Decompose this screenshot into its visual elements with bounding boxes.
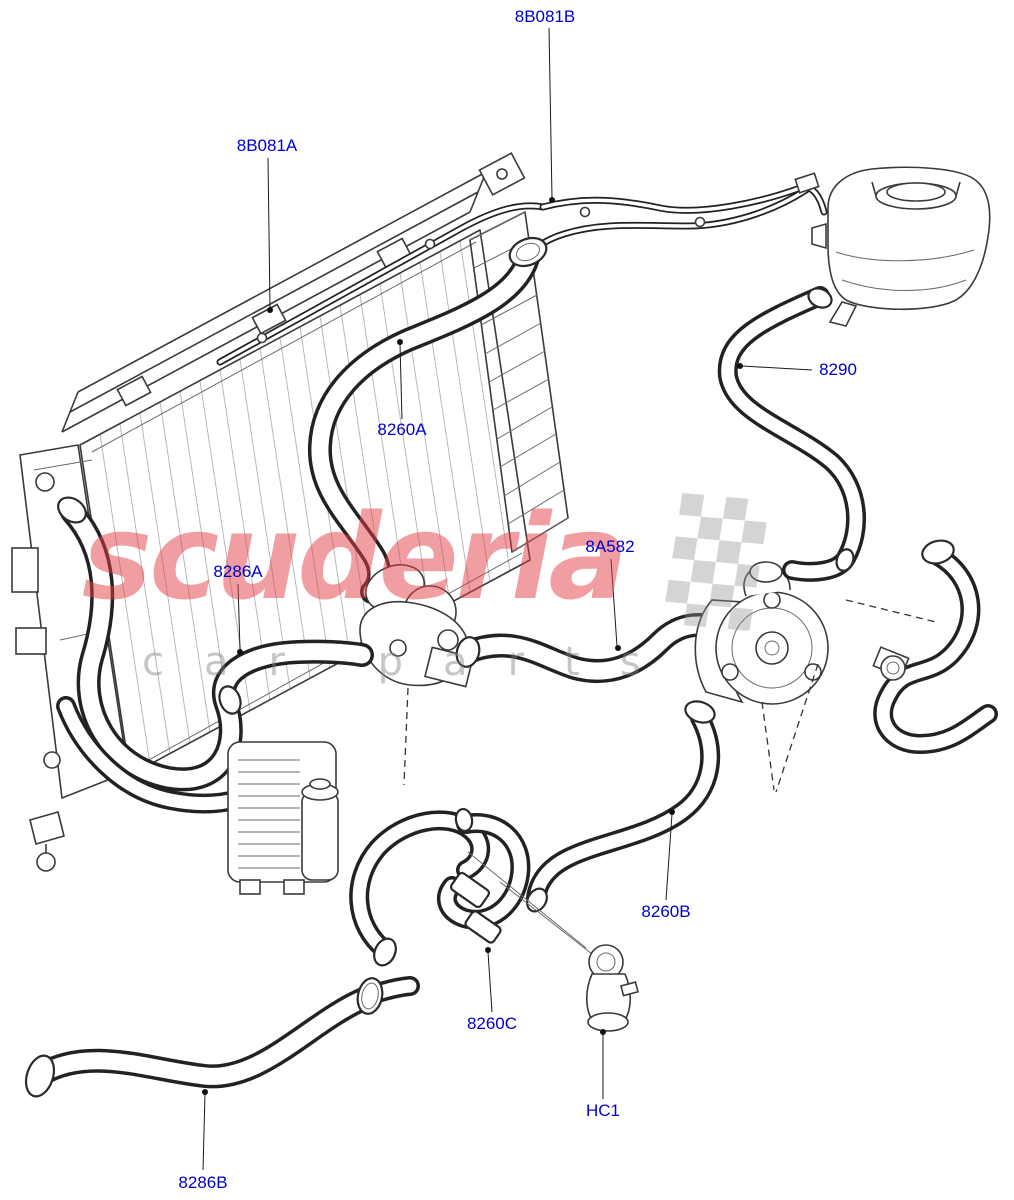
part-label-hc1[interactable]: HC1 <box>585 1101 621 1120</box>
part-label-8290[interactable]: 8290 <box>819 360 857 379</box>
part-label-8286b[interactable]: 8286B <box>178 1173 228 1192</box>
hose-assembly-8260C-drawing <box>349 807 593 967</box>
oil-cooler-drawing <box>227 741 339 895</box>
part-label-8b081a[interactable]: 8B081A <box>236 136 298 155</box>
part-label-8b081b[interactable]: 8B081B <box>514 7 576 26</box>
part-label-8260c[interactable]: 8260C <box>466 1014 518 1033</box>
hose-8286A-drawing <box>57 496 374 792</box>
coolant-pipes-drawing <box>216 172 828 366</box>
leader-lines <box>202 27 813 1171</box>
water-pump-drawing <box>694 561 829 705</box>
part-label-8260a[interactable]: 8260A <box>377 420 427 439</box>
hose-8286B-drawing <box>24 976 420 1098</box>
alignment-dashes <box>403 599 937 793</box>
hose-right-drawing <box>872 539 998 754</box>
part-label-8286a[interactable]: 8286A <box>213 562 263 581</box>
thermostat-housing-drawing <box>359 564 474 688</box>
hose-8290-drawing <box>717 286 866 582</box>
expansion-tank-drawing <box>811 166 991 327</box>
hose-8260A-drawing <box>307 236 548 604</box>
part-label-8a582[interactable]: 8A582 <box>585 537 635 556</box>
part-label-8260b[interactable]: 8260B <box>641 902 691 921</box>
hose-8260B-drawing <box>526 700 721 913</box>
hc1-connector-drawing <box>585 944 640 1032</box>
